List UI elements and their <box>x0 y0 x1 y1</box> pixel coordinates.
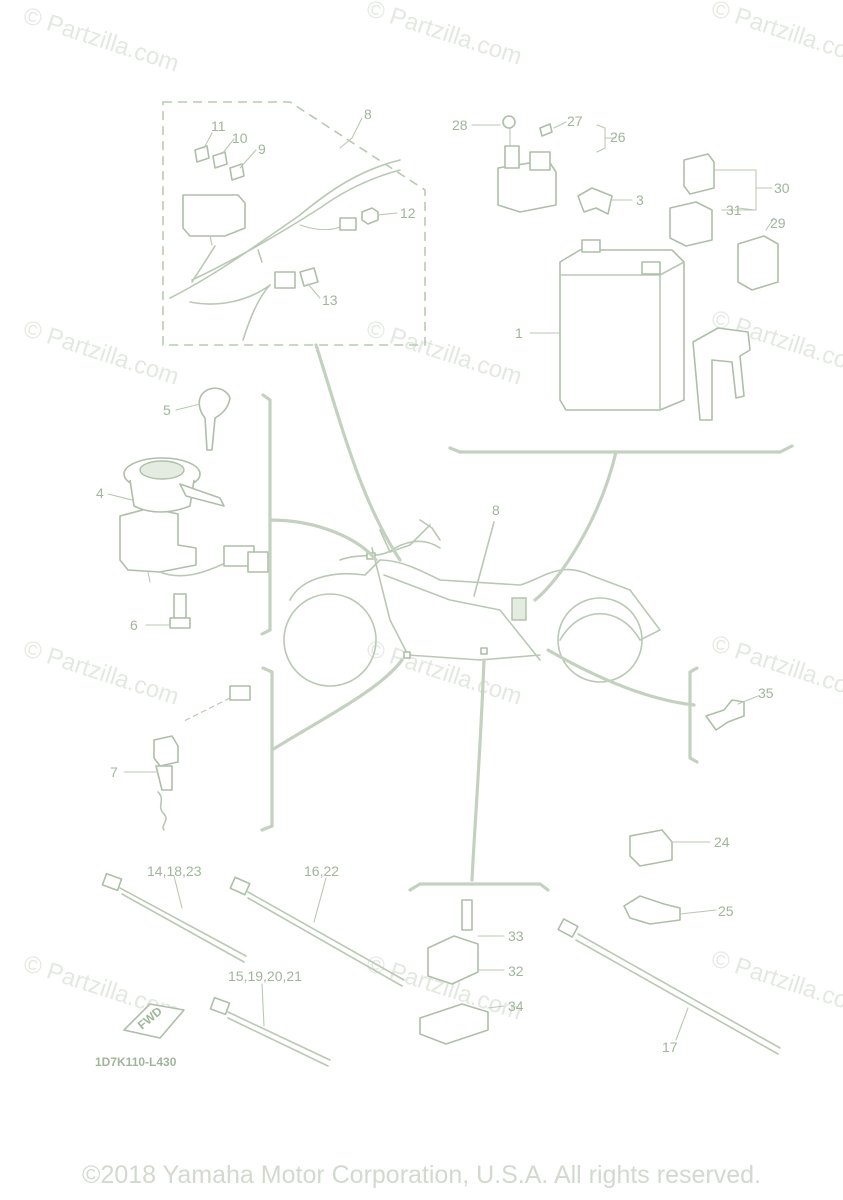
callout-34: 34 <box>508 998 524 1014</box>
watermark: © Partzilla.com <box>708 630 843 706</box>
diagram-code: 1D7K110-L430 <box>95 1055 177 1069</box>
watermark: © Partzilla.com <box>363 0 525 71</box>
callout-13: 13 <box>322 292 338 308</box>
callout-labels: 1 3 4 5 6 7 8 8 9 10 11 12 13 14,18,23 1… <box>96 106 790 1055</box>
watermark: © Partzilla.com <box>708 945 843 1021</box>
callout-24: 24 <box>714 834 730 850</box>
battery-relay-group <box>448 115 794 454</box>
watermark: © Partzilla.com <box>20 2 182 78</box>
callout-16-22: 16,22 <box>304 863 339 879</box>
callout-6: 6 <box>130 617 138 633</box>
watermark: © Partzilla.com <box>20 635 182 711</box>
callout-33: 33 <box>508 928 524 944</box>
bracket-35-group <box>688 666 759 764</box>
callout-5: 5 <box>163 402 171 418</box>
callout-8-bike: 8 <box>492 502 500 518</box>
watermark: © Partzilla.com <box>363 315 525 391</box>
callout-7: 7 <box>110 764 118 780</box>
wire-harness-group <box>162 101 426 346</box>
callout-32: 32 <box>508 963 524 979</box>
callout-9: 9 <box>258 141 266 157</box>
motorcycle-outline <box>268 343 696 882</box>
callout-28: 28 <box>452 117 468 133</box>
callout-25: 25 <box>718 903 734 919</box>
callout-35: 35 <box>758 685 774 701</box>
callout-15-19-20-21: 15,19,20,21 <box>228 968 302 984</box>
callout-14-18-23: 14,18,23 <box>147 863 202 879</box>
callout-26: 26 <box>610 129 626 145</box>
callout-27: 27 <box>567 113 583 129</box>
callout-8-harness: 8 <box>364 106 372 122</box>
callout-1: 1 <box>515 325 523 341</box>
watermark: © Partzilla.com <box>20 315 182 391</box>
watermark: © Partzilla.com <box>363 635 525 711</box>
copyright-notice: ©2018 Yamaha Motor Corporation, U.S.A. A… <box>82 1161 761 1189</box>
callout-4: 4 <box>96 485 104 501</box>
callout-17: 17 <box>662 1039 678 1055</box>
callout-31: 31 <box>726 202 742 218</box>
callout-11: 11 <box>211 118 226 134</box>
callout-3: 3 <box>636 192 644 208</box>
bottom-parts-group: FWD <box>101 829 781 1067</box>
callout-10: 10 <box>232 130 248 146</box>
callout-12: 12 <box>400 205 416 221</box>
callout-30: 30 <box>774 180 790 196</box>
main-switch-group <box>107 387 272 636</box>
watermark: © Partzilla.com <box>708 0 843 71</box>
callout-29: 29 <box>770 215 786 231</box>
